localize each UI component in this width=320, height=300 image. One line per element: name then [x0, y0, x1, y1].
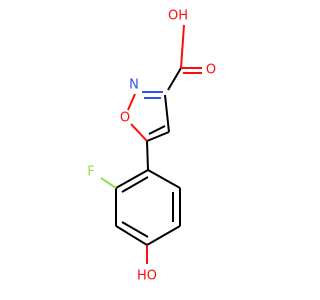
- atom-label-fluorine: F: [87, 165, 94, 180]
- bond-ph-4-inner: [121, 221, 149, 238]
- bond-c4-c5-inner: [148, 125, 166, 135]
- bond-ph-1: [147, 169, 181, 189]
- molecule-diagram: OH O N O F HO: [87, 9, 216, 284]
- atom-label-phenol-oh: HO: [137, 269, 157, 284]
- bond-ph-3: [146, 225, 181, 246]
- bond-c5-phenyl: [146, 140, 149, 171]
- bond-ph-6-inner: [121, 176, 149, 193]
- atom-label-hydroxyl: OH: [168, 9, 188, 24]
- bond-o-n: [127, 93, 136, 111]
- atom-label-ring-n: N: [129, 78, 139, 93]
- bond-c-oh: [180, 24, 185, 69]
- atom-label-carbonyl-o: O: [206, 63, 216, 78]
- bond-ph-4: [115, 225, 148, 246]
- bond-c-cooh: [167, 67, 182, 91]
- atom-label-ring-o: O: [120, 111, 130, 126]
- bond-c5-o: [130, 123, 148, 142]
- bond-c4-c5: [146, 131, 170, 142]
- bond-c3-c4: [164, 94, 170, 133]
- bond-ph-6: [115, 169, 149, 189]
- bond-c-f: [100, 177, 117, 189]
